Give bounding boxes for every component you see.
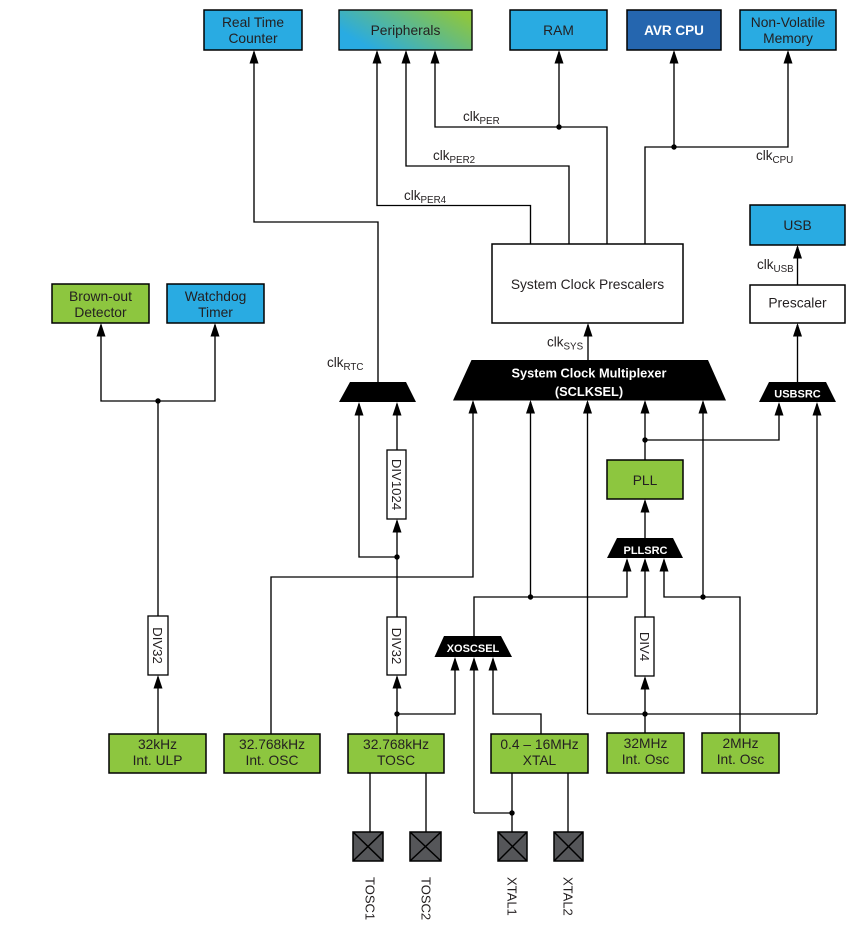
svg-text:0.4 – 16MHz: 0.4 – 16MHz [500, 737, 578, 752]
svg-text:Int. Osc: Int. Osc [622, 752, 670, 767]
svg-text:Counter: Counter [228, 31, 277, 46]
svg-text:TOSC2: TOSC2 [419, 877, 434, 920]
svg-text:32MHz: 32MHz [624, 736, 668, 751]
svg-text:TOSC1: TOSC1 [363, 877, 378, 920]
svg-text:Prescaler: Prescaler [768, 296, 827, 311]
svg-text:Real Time: Real Time [222, 15, 284, 30]
svg-text:Peripherals: Peripherals [371, 23, 441, 38]
svg-text:32.768kHz: 32.768kHz [239, 737, 305, 752]
svg-text:Detector: Detector [74, 305, 127, 320]
svg-text:PLL: PLL [633, 473, 658, 488]
svg-text:USBSRC: USBSRC [774, 389, 821, 401]
svg-text:System Clock Multiplexer: System Clock Multiplexer [511, 366, 666, 381]
svg-text:Watchdog: Watchdog [185, 289, 247, 304]
svg-text:XTAL1: XTAL1 [505, 877, 520, 916]
svg-text:Memory: Memory [763, 31, 813, 46]
svg-text:System Clock Prescalers: System Clock Prescalers [511, 277, 664, 292]
svg-text:DIV32: DIV32 [150, 627, 165, 664]
svg-text:Timer: Timer [198, 305, 233, 320]
svg-text:XTAL: XTAL [523, 753, 557, 768]
svg-text:DIV32: DIV32 [389, 628, 404, 665]
svg-text:32kHz: 32kHz [138, 737, 177, 752]
svg-text:Int. Osc: Int. Osc [717, 752, 765, 767]
svg-text:USB: USB [783, 218, 811, 233]
svg-text:2MHz: 2MHz [722, 736, 758, 751]
svg-text:Int. ULP: Int. ULP [133, 753, 183, 768]
svg-text:32.768kHz: 32.768kHz [363, 737, 429, 752]
svg-text:Brown-out: Brown-out [69, 289, 132, 304]
svg-text:XTAL2: XTAL2 [561, 877, 576, 916]
svg-text:PLLSRC: PLLSRC [624, 545, 668, 557]
svg-text:TOSC: TOSC [377, 753, 415, 768]
svg-text:DIV4: DIV4 [637, 632, 652, 661]
svg-text:RAM: RAM [543, 23, 574, 38]
svg-text:(SCLKSEL): (SCLKSEL) [555, 384, 623, 399]
svg-text:Non-Volatile: Non-Volatile [751, 15, 826, 30]
svg-text:AVR CPU: AVR CPU [644, 23, 704, 38]
svg-text:Int. OSC: Int. OSC [246, 753, 299, 768]
svg-text:XOSCSEL: XOSCSEL [447, 643, 500, 655]
svg-text:DIV1024: DIV1024 [389, 459, 404, 510]
